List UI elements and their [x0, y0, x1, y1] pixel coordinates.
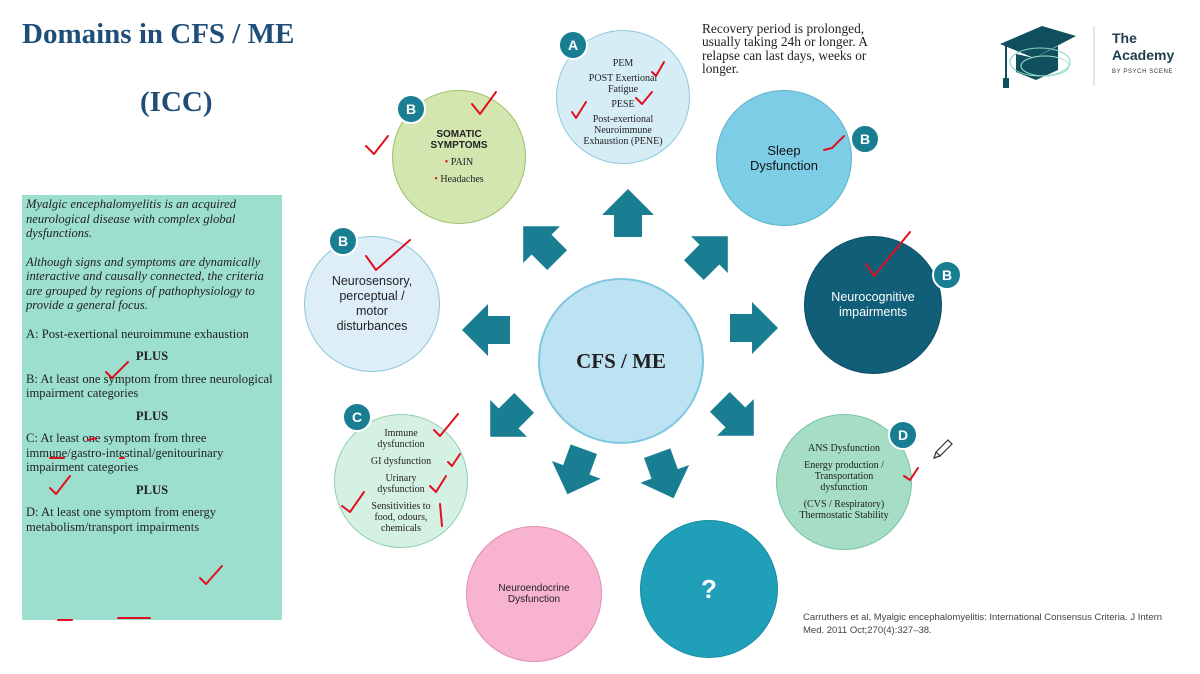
somatic-item-headaches: • Headaches	[434, 174, 484, 185]
unknown-label: ?	[701, 573, 717, 604]
somatic-item-headaches-label: Headaches	[440, 174, 484, 185]
immune-badge: C	[342, 402, 372, 432]
neurosensory-badge: B	[328, 226, 358, 256]
criteria-description-panel: Myalgic encephalomyelitis is an acquired…	[22, 195, 282, 620]
arrow-left	[462, 304, 510, 356]
arrow-down-right-2	[640, 448, 690, 499]
immune-item-immune: Immune dysfunction	[377, 428, 425, 450]
somatic-item-pain-label: PAIN	[450, 157, 474, 168]
criterion-b: B: At least one symptom from three neuro…	[26, 371, 273, 401]
citation-text: Carruthers et al, Myalgic encephalomyeli…	[803, 612, 1163, 636]
page-subtitle: (ICC)	[140, 86, 213, 118]
detail-text: Although signs and symptoms are dynamica…	[26, 254, 264, 313]
recovery-note: Recovery period is prolonged, usually ta…	[702, 21, 868, 77]
center-label: CFS / ME	[576, 348, 666, 373]
plus-label-3: PLUS	[135, 482, 169, 497]
pene-item-post-exertional-fatigue: POST Exertional Fatigue	[588, 72, 658, 95]
neurosensory-label: Neurosensory, perceptual / motor disturb…	[331, 274, 413, 333]
pene-badge: A	[558, 30, 588, 60]
criterion-d: D: At least one symptom from energy meta…	[26, 505, 217, 534]
arrow-right	[730, 302, 778, 354]
plus-label-1: PLUS	[135, 349, 169, 363]
pene-domain-circle: PEM POST Exertional Fatigue PESE Post-ex…	[556, 30, 690, 164]
logo-subtitle: BY PSYCH SCENE	[1112, 69, 1173, 75]
academy-logo-text: The Academy	[1112, 30, 1174, 64]
intro-text: Myalgic encephalomyelitis is an acquired…	[26, 197, 237, 240]
sleep-label: Sleep Dysfunction	[750, 143, 818, 173]
unknown-domain-circle: ?	[640, 520, 778, 658]
immune-item-gi: GI dysfunction	[370, 456, 432, 467]
logo-line-2: Academy	[1112, 47, 1175, 63]
somatic-item-pain: • PAIN	[444, 157, 474, 168]
sleep-badge: B	[850, 124, 880, 154]
ans-item-thermostatic: (CVS / Respiratory) Thermostatic Stabili…	[799, 499, 889, 521]
neuroendocrine-label: Neuroendocrine Dysfunction	[498, 583, 570, 605]
sleep-domain-circle: Sleep Dysfunction	[716, 90, 852, 226]
immune-item-sensitivities: Sensitivities to food, odours, chemicals	[371, 501, 431, 534]
pene-item-pem: PEM	[612, 57, 634, 69]
pene-item-pene: Post-exertional Neuroimmune Exhaustion (…	[583, 113, 663, 147]
arrow-up-right	[683, 236, 728, 281]
arrow-up	[602, 189, 654, 237]
ans-badge: D	[888, 420, 918, 450]
pene-item-pese: PESE	[611, 98, 635, 110]
arrow-down-left-2	[551, 444, 601, 495]
neurocognitive-label: Neurocognitive impairments	[831, 290, 915, 319]
plus-label-2: PLUS	[135, 408, 169, 423]
neurocognitive-badge: B	[932, 260, 962, 290]
center-cfs-me-circle: CFS / ME	[538, 278, 704, 444]
arrow-up-left	[523, 226, 568, 271]
neuroendocrine-domain-circle: Neuroendocrine Dysfunction	[466, 526, 602, 662]
ans-item-ans: ANS Dysfunction	[808, 443, 880, 454]
neurosensory-domain-circle: Neurosensory, perceptual / motor disturb…	[304, 236, 440, 372]
logo-line-1: The	[1112, 30, 1137, 46]
neurocognitive-domain-circle: Neurocognitive impairments	[804, 236, 942, 374]
ans-item-energy: Energy production / Transportation dysfu…	[804, 460, 884, 493]
page-title: Domains in CFS / ME	[22, 18, 295, 50]
arrow-down-right	[709, 391, 754, 436]
immune-item-urinary: Urinary dysfunction	[377, 473, 425, 495]
criterion-a: A: Post-exertional neuroimmune exhaustio…	[26, 326, 249, 341]
immune-domain-circle: Immune dysfunction GI dysfunction Urinar…	[334, 414, 468, 548]
criterion-c: C: At least one symptom from three immun…	[26, 431, 224, 474]
somatic-heading: SOMATIC SYMPTOMS	[430, 129, 488, 151]
arrow-down-left	[490, 392, 535, 437]
somatic-badge: B	[396, 94, 426, 124]
